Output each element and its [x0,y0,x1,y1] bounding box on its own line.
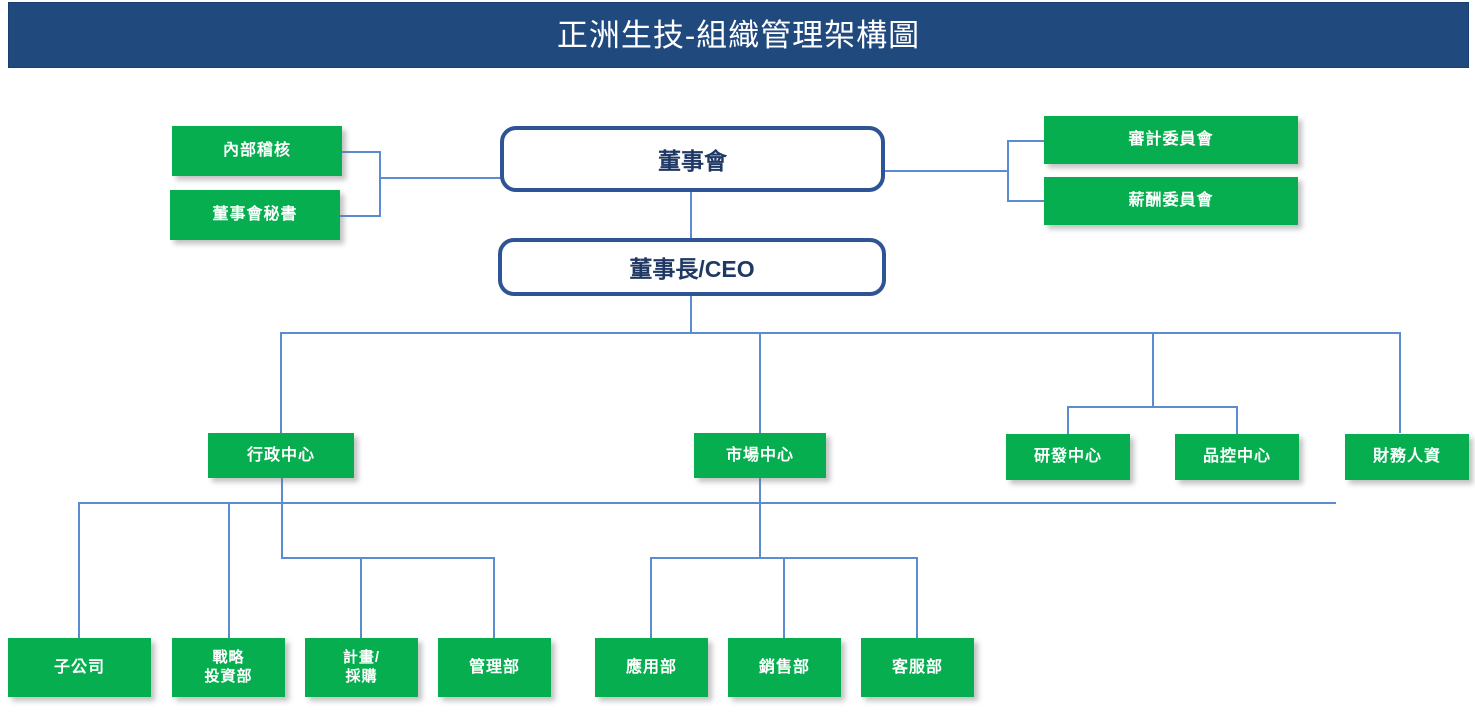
node-qc-center[interactable]: 品控中心 [1175,434,1299,480]
node-label: 銷售部 [758,658,810,676]
node-chairman-ceo[interactable]: 董事長/CEO [498,238,886,296]
connector-bus-to-finance-hr [1399,332,1401,433]
connector-bus-to-subsidiary [78,502,80,638]
node-label-line2: 投資部 [204,667,253,685]
connector-admin-upper-bus [78,502,1336,504]
node-label: 行政中心 [246,446,315,464]
node-sales-dept[interactable]: 銷售部 [728,638,841,697]
node-finance-hr[interactable]: 財務人資 [1345,434,1469,480]
node-application-dept[interactable]: 應用部 [595,638,708,697]
node-label: 管理部 [468,658,520,676]
connector-board-right-stem [884,170,1008,172]
connector-ceo-drop [690,296,692,333]
node-label-line1: 戰略 [212,648,245,666]
node-label: 薪酬委員會 [1128,192,1214,209]
connector-board-to-ceo [690,190,692,240]
node-label: 研發中心 [1033,448,1102,465]
node-label: 市場中心 [725,446,794,464]
connector-admin-lower-bus [281,557,494,559]
node-plan-procurement-dept[interactable]: 計畫/ 採購 [305,638,418,697]
connector-board-to-audit-committee [1007,140,1045,142]
connector-bus-to-plan-procurement [360,557,362,638]
connector-qcrd-branch-bus [1067,406,1237,408]
connector-bus-to-market-center [759,332,761,433]
connector-bus-to-application-dept [650,557,652,638]
connector-bus-to-management-dept [493,557,495,638]
connector-bus-to-admin-center [280,332,282,433]
node-strategic-investment-dept[interactable]: 戰略 投資部 [172,638,285,697]
node-label: 客服部 [891,658,943,676]
connector-bus-to-qcrd-branch [1152,332,1154,406]
page-title-banner: 正洲生技-組織管理架構圖 [8,2,1469,68]
node-compensation-committee[interactable]: 薪酬委員會 [1044,177,1298,225]
node-admin-center[interactable]: 行政中心 [208,433,354,478]
node-audit-committee[interactable]: 審計委員會 [1044,116,1298,164]
connector-market-center-drop [759,478,761,558]
connector-branch-to-rd-center [1067,406,1069,434]
node-management-dept[interactable]: 管理部 [438,638,551,697]
node-label: 董事會秘書 [212,206,298,223]
connector-bus-to-service-dept [916,557,918,638]
node-board-of-directors[interactable]: 董事會 [500,126,885,192]
node-label: 審計委員會 [1128,131,1214,148]
connector-board-to-board-secretary [340,215,381,217]
node-label-line1: 計畫/ [342,648,381,666]
node-internal-audit[interactable]: 內部稽核 [172,126,342,176]
page-title: 正洲生技-組織管理架構圖 [556,17,921,53]
connector-bus-to-sales-dept [783,557,785,638]
node-service-dept[interactable]: 客服部 [861,638,974,697]
connector-bus-to-strategic-invest [228,502,230,638]
node-label-multiline: 戰略 投資部 [204,649,252,687]
node-label: 品控中心 [1202,448,1271,465]
connector-board-to-internal-audit [342,151,381,153]
connector-board-left-spine [379,151,381,217]
node-label: 應用部 [625,658,677,676]
node-market-center[interactable]: 市場中心 [694,433,826,478]
connector-branch-to-qc-center [1236,406,1238,434]
node-label: 子公司 [53,658,105,676]
node-label: 內部稽核 [222,142,291,159]
node-label-line2: 採購 [345,667,378,685]
connector-admin-center-drop [281,478,283,503]
connector-centers-bus [280,332,1400,334]
connector-board-to-compensation-committee [1007,200,1045,202]
node-board-secretary[interactable]: 董事會秘書 [170,190,340,240]
node-subsidiary[interactable]: 子公司 [8,638,151,697]
connector-board-right-spine [1007,140,1009,201]
node-label: 董事長/CEO [629,256,755,282]
node-label: 財務人資 [1372,448,1441,465]
connector-board-left-stem [379,177,501,179]
node-label: 董事會 [658,148,727,174]
node-label-multiline: 計畫/ 採購 [343,649,380,687]
connector-admin-lower-drop [281,502,283,558]
node-rd-center[interactable]: 研發中心 [1006,434,1130,480]
